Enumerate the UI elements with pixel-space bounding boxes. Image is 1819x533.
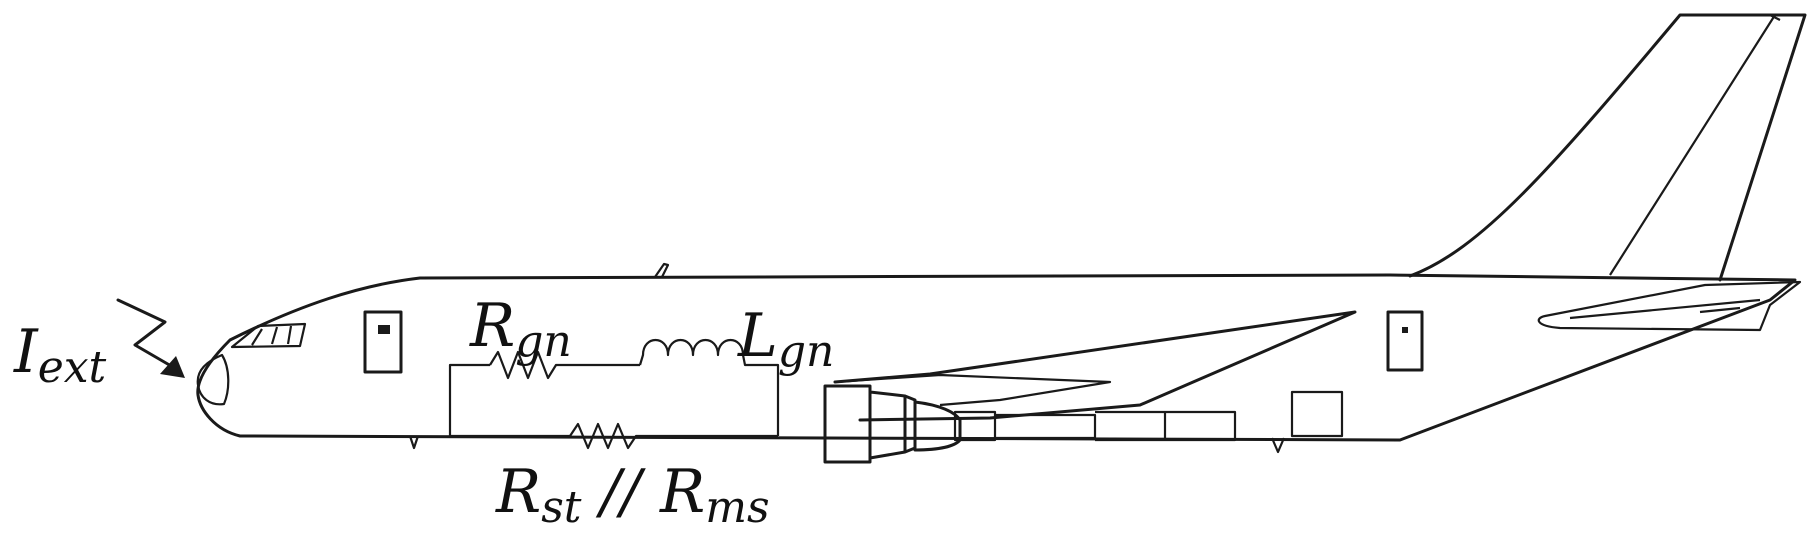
rear-door-window (1402, 327, 1408, 333)
rear-door (1386, 310, 1424, 372)
top-antenna (654, 262, 670, 278)
lightning-arrow-head (160, 356, 185, 378)
front-door (363, 310, 403, 374)
lgn-label: Lgn (738, 301, 835, 377)
vertical-tail (1408, 13, 1807, 282)
wing (833, 310, 1357, 422)
iext-label: Iext (14, 317, 107, 393)
gear-bay (1290, 390, 1344, 438)
horizontal-stabilizer (1537, 280, 1802, 332)
front-door-window (378, 325, 390, 334)
lightning-bolt (116, 298, 180, 372)
vertical-tail-inner (1609, 14, 1781, 276)
rst-rms-resistor (450, 422, 778, 450)
circuit-left-wire (448, 363, 490, 436)
lgn-inductor (638, 339, 780, 436)
belly-antenna-front (408, 435, 420, 450)
wing-root-fairing (834, 373, 1112, 407)
belly-antenna-rear (1270, 437, 1286, 454)
nose-cone (196, 353, 230, 406)
engine (823, 384, 962, 464)
rgn-label: Rgn (470, 291, 572, 367)
rst-rms-label: Rst // Rms (496, 457, 770, 533)
rgn-resistor (489, 350, 640, 380)
cockpit-windows (230, 322, 307, 349)
engine-pylon (953, 410, 1237, 442)
fuselage-outline (196, 273, 1797, 442)
